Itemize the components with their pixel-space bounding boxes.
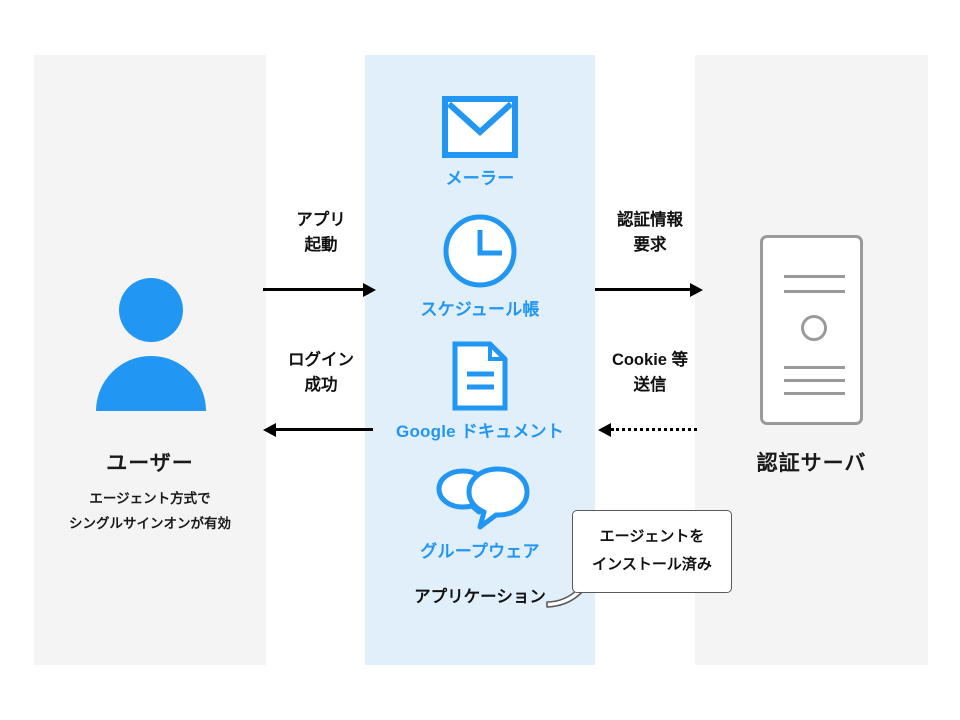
arrow-label-cookie-send-line-1: Cookie 等: [611, 351, 689, 369]
app-item-groupware[interactable]: グループウェア: [365, 465, 595, 562]
app-label-scheduler: スケジュール帳: [420, 300, 540, 319]
app-item-scheduler[interactable]: スケジュール帳: [365, 213, 595, 320]
app-label-groupware: グループウェア: [420, 542, 540, 561]
arrow-label-login-success: ログイン 成功: [261, 348, 381, 398]
arrow-label-credential-request-line-1: 認証情報: [617, 211, 683, 229]
arrow-label-credential-request: 認証情報 要求: [590, 208, 710, 258]
server-title: 認証サーバ: [756, 452, 867, 475]
arrow-head-login-success: [263, 422, 276, 437]
server-indicator-circle: [801, 315, 827, 341]
agent-installed-callout: エージェントを インストール済み: [572, 510, 732, 593]
envelope-icon: [365, 96, 595, 158]
arrow-label-app-launch: アプリ 起動: [261, 208, 381, 258]
server-line-4: [784, 379, 845, 382]
arrow-label-app-launch-line-2: 起動: [304, 235, 338, 254]
user-subtitle-line-1: エージェント方式で: [89, 491, 211, 506]
arrow-line-credential-request: [595, 288, 690, 291]
arrow-label-cookie-send: Cookie 等 送信: [590, 348, 710, 398]
arrow-line-cookie-send: [611, 428, 697, 431]
arrow-label-login-success-line-1: ログイン: [288, 351, 354, 369]
callout-line-2: インストール済み: [592, 555, 712, 573]
server-line-3: [784, 366, 845, 369]
app-item-google-docs[interactable]: Google ドキュメント: [365, 341, 595, 442]
arrow-line-login-success: [276, 428, 373, 431]
app-label-google-docs: Google ドキュメント: [396, 422, 564, 441]
server-line-2: [784, 290, 845, 293]
callout-line-1: エージェントを: [599, 528, 705, 545]
arrow-head-cookie-send: [598, 422, 611, 437]
arrow-label-login-success-line-2: 成功: [304, 375, 338, 394]
clock-icon: [365, 213, 595, 289]
arrow-label-credential-request-line-2: 要求: [633, 235, 667, 254]
user-subtitle-line-2: シングルサインオンが有効: [69, 515, 231, 531]
app-item-mailer[interactable]: メーラー: [365, 96, 595, 189]
document-icon: [365, 341, 595, 411]
user-body-shape: [96, 356, 206, 411]
app-label-mailer: メーラー: [445, 169, 515, 188]
user-subtitle: エージェント方式で シングルサインオンが有効: [34, 487, 266, 537]
server-line-5: [784, 392, 845, 395]
server-rack-icon: [760, 235, 863, 425]
arrow-head-app-launch: [363, 282, 376, 297]
server-line-1: [784, 275, 845, 278]
arrow-label-cookie-send-line-2: 送信: [633, 375, 667, 394]
arrow-label-app-launch-line-1: アプリ: [296, 211, 346, 229]
apps-footer-label: アプリケーション: [414, 588, 546, 606]
user-title: ユーザー: [106, 452, 194, 475]
arrow-head-credential-request: [690, 282, 703, 297]
speech-bubbles-icon: [365, 465, 595, 531]
arrow-line-app-launch: [263, 288, 363, 291]
user-avatar-icon: [96, 278, 206, 428]
user-head-shape: [119, 278, 183, 342]
